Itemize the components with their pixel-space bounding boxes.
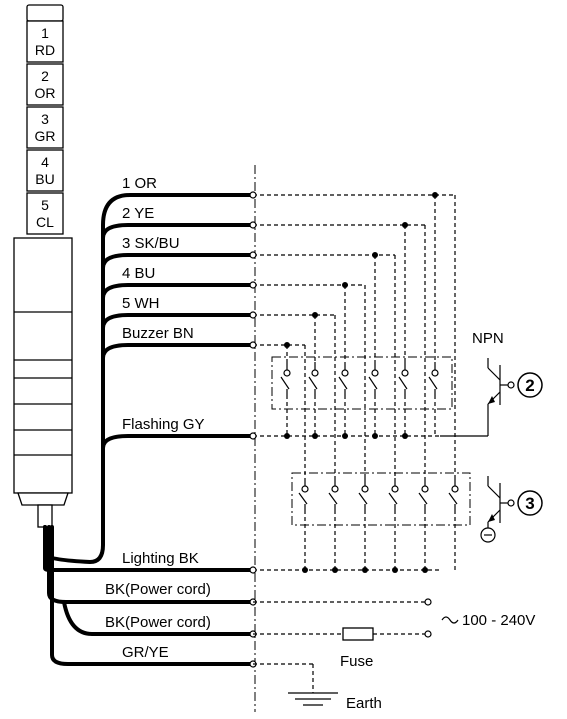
tower-tier: 3GR [26,106,64,149]
wire-label: BK(Power cord) [105,581,211,598]
switch-group-npn [271,356,453,410]
switch-contact [448,478,459,510]
switch-contact [358,478,369,510]
switch-contact [280,362,291,395]
tier-number: 5 [41,197,49,213]
tier-number: 3 [41,111,49,127]
wire-label: 4 BU [122,265,155,282]
npn-transistor-symbol: NPN 2 [440,330,543,437]
tier-number: 1 [41,25,49,41]
wire-label: Flashing GY [122,416,205,433]
cable-or [43,193,252,564]
npn-label: NPN [472,330,504,347]
svg-text:2: 2 [525,376,534,395]
tier-number: 4 [41,154,49,170]
pnp-transistor-symbol: 3 [480,476,543,543]
wire-labels: 1 OR 2 YE 3 SK/BU 4 BU 5 WH Buzzer BN Flashing… [105,175,211,661]
switch-contact [368,362,379,395]
circle-2-icon [517,372,543,398]
wire-label: BK(Power cord) [105,614,211,631]
fuse-label: Fuse [340,653,373,670]
cable-earth [50,525,252,666]
wire-label: 2 YE [122,205,154,222]
tower-tier: 2OR [26,63,64,106]
tower-tier: 5CL [26,192,64,235]
switch-contact [328,478,339,510]
tier-number: 2 [41,68,49,84]
tier-color-code: RD [35,42,55,58]
supply-label: 100 - 240V [462,612,535,629]
fuse-symbol [342,627,374,641]
tower-taper [17,492,69,506]
switch-contact [428,362,439,395]
switch-contact [298,478,309,510]
switch-group-3 [291,472,471,526]
tier-color-code: GR [35,128,56,144]
wire-label: 3 SK/BU [122,235,180,252]
earth-label: Earth [346,695,382,712]
signal-wiring [253,194,456,571]
switch-contact [418,478,429,510]
earth-symbol: Earth [253,663,382,712]
tower-base [13,237,73,494]
circle-3-icon [517,490,543,516]
tower-cap [26,4,64,22]
tier-color-code: BU [35,171,54,187]
tower-tier: 1RD [26,20,64,63]
tower-tier: 4BU [26,149,64,192]
junction-dots [284,192,438,573]
switch-contact [398,362,409,395]
wire-label: 5 WH [122,295,160,312]
wire-label: GR/YE [122,644,169,661]
wire-label: Buzzer BN [122,325,194,342]
switch-contact [308,362,319,395]
wire-label: Lighting BK [122,550,199,567]
cable-power-2 [62,600,252,636]
terminals [249,191,257,668]
ac-tilde-icon [441,616,459,624]
cable-bundle [43,193,252,666]
switch-contact [338,362,349,395]
switch-contact [388,478,399,510]
tier-color-code: OR [35,85,56,101]
cable-gland [37,504,53,528]
power-supply: 100 - 240V Fuse [253,598,535,670]
tier-color-code: CL [36,214,54,230]
svg-text:3: 3 [525,494,534,513]
wire-label: 1 OR [122,175,157,192]
switches [280,362,459,510]
